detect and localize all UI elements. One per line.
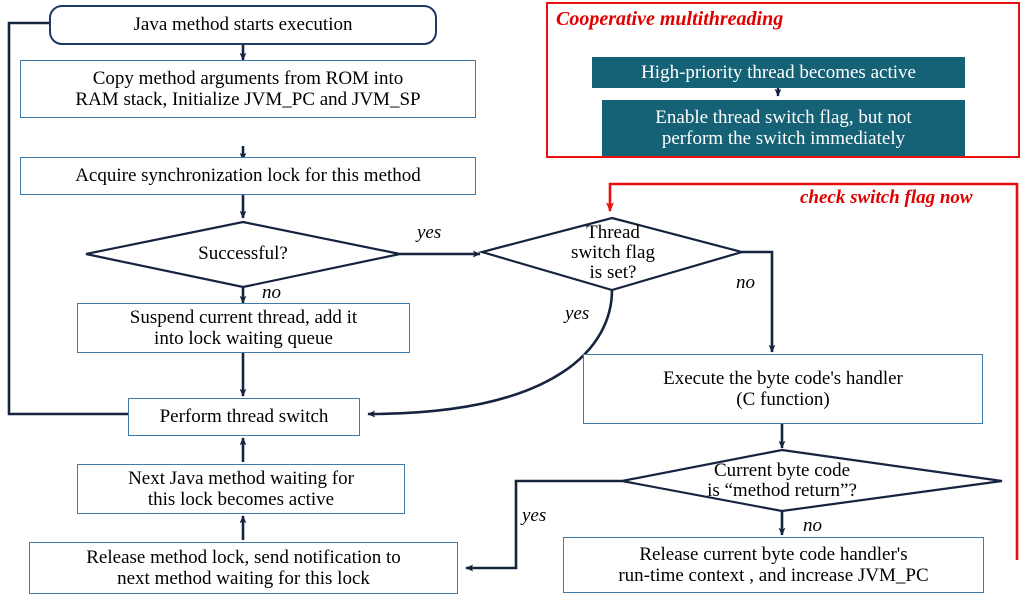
edge-return-yes	[465, 479, 622, 572]
edge-label-return-no: no	[803, 515, 822, 536]
node-next-method-active[interactable]: Next Java method waiting for this lock b…	[77, 464, 405, 514]
callout-step-enable-flag[interactable]: Enable thread switch flag, but not perfo…	[602, 100, 965, 156]
callout-step-enable-flag-line2: perform the switch immediately	[661, 128, 906, 149]
node-copy-arguments[interactable]: Copy method arguments from ROM into RAM …	[20, 60, 476, 118]
callout-step-enable-flag-line1: Enable thread switch flag, but not	[655, 106, 912, 128]
callout-step-high-priority-label: High-priority thread becomes active	[641, 61, 916, 83]
edge-label-switch-flag-no: no	[736, 272, 755, 293]
node-suspend-thread-line1: Suspend current thread, add it	[129, 306, 358, 328]
decision-successful-shape	[85, 220, 401, 289]
edge-label-return-yes: yes	[522, 505, 547, 526]
node-execute-handler-line1: Execute the byte code's handler	[663, 367, 903, 389]
node-release-context[interactable]: Release current byte code handler's run-…	[563, 537, 984, 593]
node-suspend-thread-line2: into lock waiting queue	[154, 328, 333, 349]
edge-red-check-switch-flag	[606, 182, 1019, 560]
callout-cooperative-multithreading	[546, 2, 1020, 158]
callout-note-check-switch-flag: check switch flag now	[800, 187, 973, 208]
callout-step-high-priority[interactable]: High-priority thread becomes active	[592, 57, 965, 88]
node-release-method-lock[interactable]: Release method lock, send notification t…	[29, 542, 458, 594]
decision-byte-code-return-shape	[621, 448, 1003, 513]
node-suspend-thread[interactable]: Suspend current thread, add it into lock…	[77, 303, 410, 353]
node-release-context-line2: run-time context , and increase JVM_PC	[618, 565, 929, 586]
node-acquire-lock[interactable]: Acquire synchronization lock for this me…	[20, 157, 476, 195]
edge-label-successful-no: no	[262, 282, 281, 303]
node-next-method-active-line2: this lock becomes active	[147, 489, 335, 510]
node-execute-handler[interactable]: Execute the byte code's handler (C funct…	[583, 354, 983, 424]
node-start-label: Java method starts execution	[133, 14, 353, 36]
callout-title: Cooperative multithreading	[556, 8, 784, 30]
edge-switchflag-yes	[367, 289, 614, 418]
node-release-method-lock-line2: next method waiting for this lock	[117, 568, 370, 589]
edge-label-successful-yes: yes	[417, 222, 442, 243]
node-copy-arguments-line1: Copy method arguments from ROM into	[92, 67, 404, 89]
node-copy-arguments-line2: RAM stack, Initialize JVM_PC and JVM_SP	[75, 89, 421, 110]
node-release-method-lock-line1: Release method lock, send notification t…	[86, 546, 401, 568]
edge-label-switch-flag-yes: yes	[565, 303, 590, 324]
node-acquire-lock-label: Acquire synchronization lock for this me…	[75, 165, 421, 187]
node-start[interactable]: Java method starts execution	[49, 5, 437, 45]
edge-switchflag-no	[742, 250, 776, 353]
node-perform-thread-switch-label: Perform thread switch	[159, 406, 329, 428]
node-release-context-line1: Release current byte code handler's	[639, 543, 908, 565]
node-next-method-active-line1: Next Java method waiting for	[128, 467, 354, 489]
node-perform-thread-switch[interactable]: Perform thread switch	[128, 398, 360, 436]
node-execute-handler-line2: (C function)	[736, 389, 830, 410]
decision-switch-flag-shape	[477, 216, 747, 292]
